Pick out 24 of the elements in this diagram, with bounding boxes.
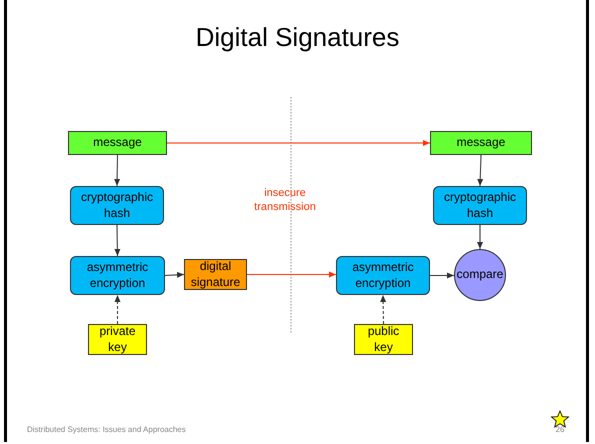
- footer-text: Distributed Systems: Issues and Approaches: [27, 425, 186, 434]
- process-box: cryptographic hash: [433, 186, 527, 225]
- process-box: asymmetric encryption: [70, 256, 165, 295]
- note-text: insecure transmission: [253, 186, 317, 215]
- page-number: 26: [554, 425, 566, 434]
- arrow: [114, 294, 120, 324]
- arrow: [477, 224, 483, 250]
- message-box: message: [68, 131, 167, 155]
- key-box: private key: [88, 324, 147, 355]
- arrow: [114, 224, 120, 256]
- message-box: message: [430, 131, 532, 155]
- signature-box: digital signature: [184, 259, 247, 290]
- arrow: [380, 294, 386, 324]
- arrow: [246, 272, 336, 278]
- arrow: [477, 154, 484, 186]
- arrow: [164, 272, 184, 278]
- slide-title: Digital Signatures: [194, 22, 400, 53]
- arrow: [430, 272, 454, 278]
- compare-circle: compare: [454, 249, 506, 301]
- process-box: asymmetric encryption: [336, 256, 430, 295]
- arrow: [166, 140, 430, 146]
- key-box: public key: [354, 324, 413, 355]
- process-box: cryptographic hash: [70, 186, 164, 225]
- arrow: [114, 154, 120, 186]
